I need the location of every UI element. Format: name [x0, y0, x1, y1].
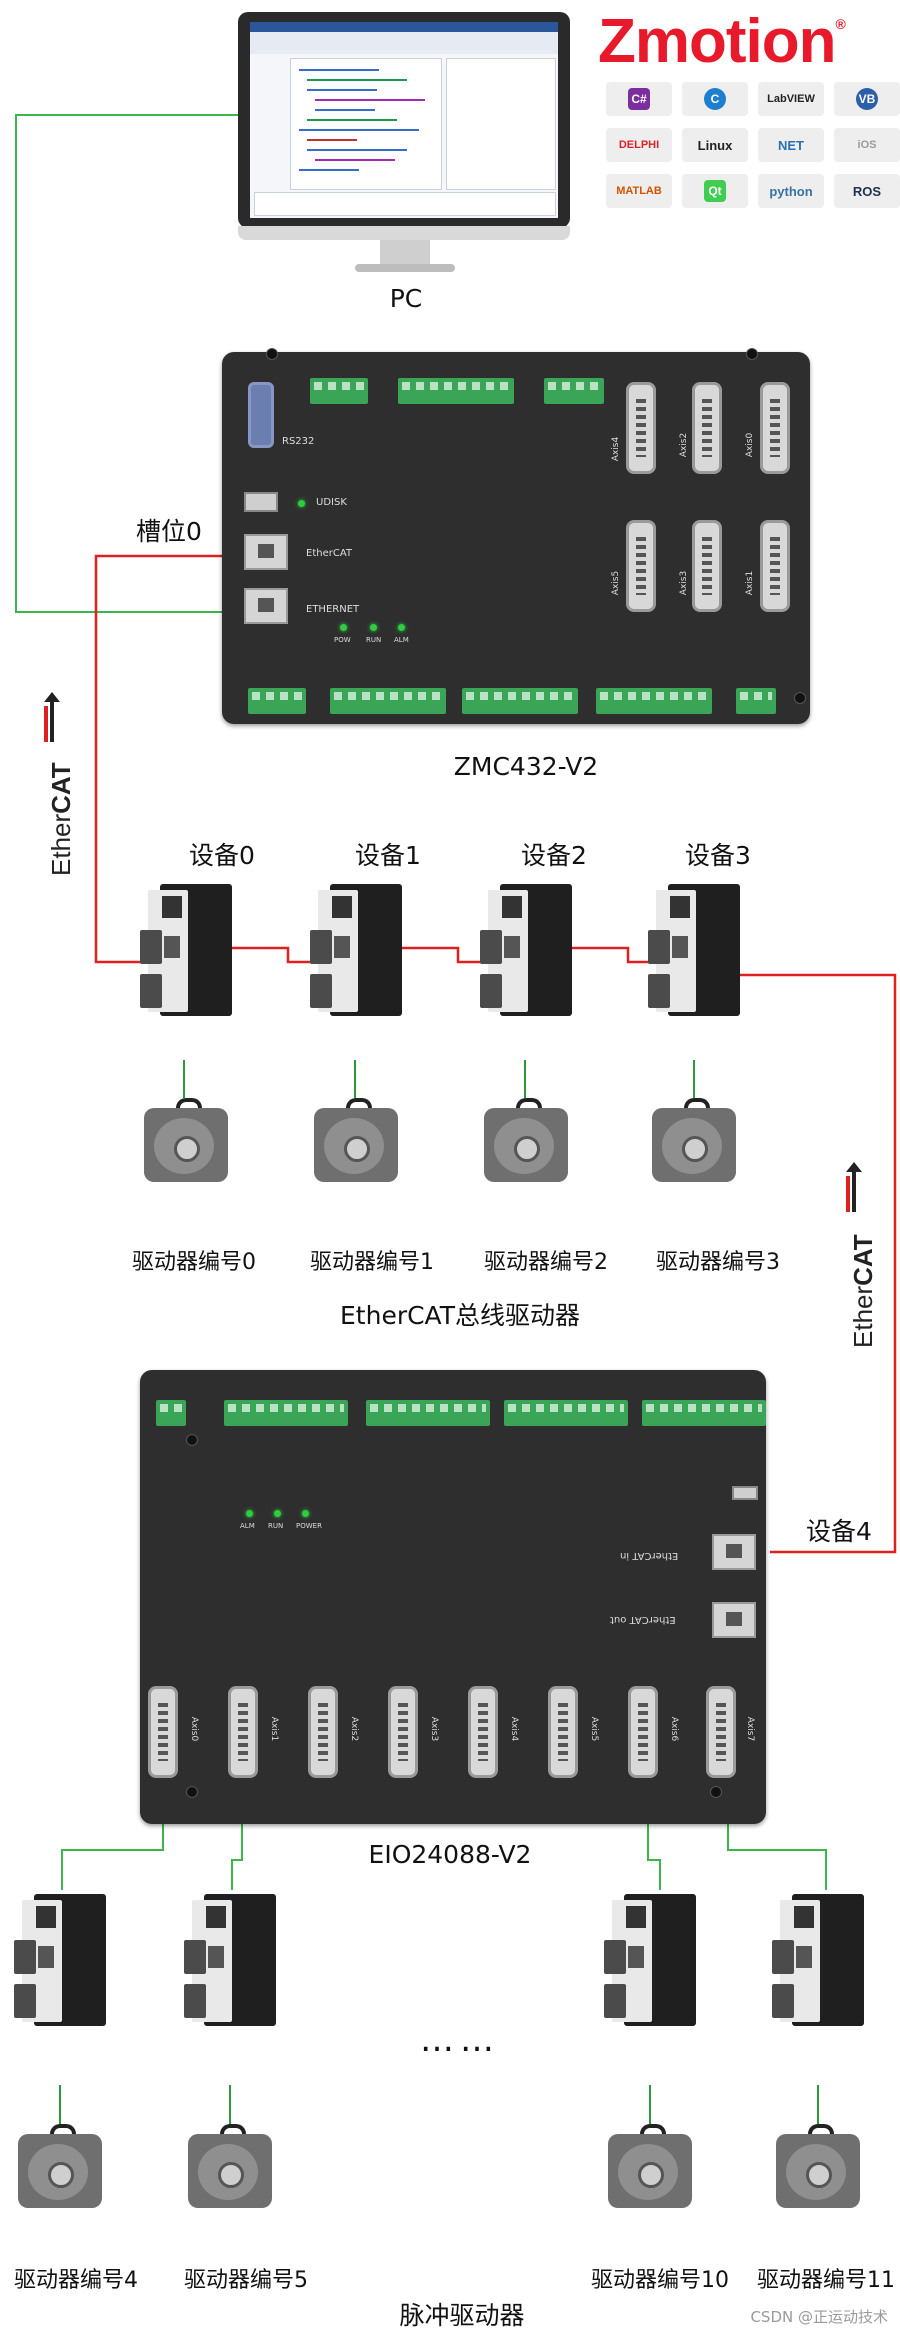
logo-matlab: MATLAB	[606, 174, 672, 208]
logo-python: python	[758, 174, 824, 208]
pc-monitor-stand	[380, 240, 430, 266]
pc-screen	[250, 22, 558, 218]
drive-number-2: 驱动器编号2	[484, 1250, 608, 1275]
servo-motor-0	[140, 1098, 232, 1182]
stepper-motor-11	[772, 2124, 864, 2208]
device-label-2: 设备2	[521, 841, 587, 870]
zmc-axis3-label: Axis3	[679, 570, 690, 596]
vb-icon: VB	[856, 88, 878, 110]
ethercat-port-label: EtherCAT	[306, 548, 352, 559]
ethernet-port	[244, 588, 288, 624]
ethercat-drive-1	[310, 884, 402, 1016]
pc-monitor	[238, 12, 570, 228]
eio-ethercat-out-port	[712, 1602, 756, 1638]
drive-number-0: 驱动器编号0	[132, 1250, 256, 1275]
eio-axis7-label: Axis7	[745, 1716, 756, 1742]
logo-csharp: C#	[606, 82, 672, 116]
logo-vb: VB	[834, 82, 900, 116]
ethercat-label-right: EtherCAT	[848, 1234, 878, 1348]
eio-axis2-label: Axis2	[349, 1716, 360, 1742]
eio-axis1-label: Axis1	[269, 1716, 280, 1742]
eio-ethercat-in-label: EtherCAT in	[620, 1550, 679, 1561]
c-icon: C	[704, 88, 726, 110]
zmc-led-run: RUN	[366, 636, 382, 644]
ethercat-label-left: EtherCAT	[46, 762, 76, 876]
logo-delphi: DELPHI	[606, 128, 672, 162]
ethercat-logo-icon-right	[846, 1162, 862, 1212]
ethercat-port	[244, 534, 288, 570]
ethercat-drive-3	[648, 884, 740, 1016]
logo-ros: ROS	[834, 174, 900, 208]
eio-led-power: POWER	[296, 1522, 322, 1530]
rs232-label: RS232	[282, 436, 315, 447]
zmc-axis4-label: Axis4	[611, 436, 622, 462]
logo-linux: Linux	[682, 128, 748, 162]
eio-axis5-label: Axis5	[589, 1716, 600, 1742]
watermark: CSDN @正运动技术	[750, 2308, 888, 2326]
csharp-icon: C#	[628, 88, 650, 110]
pulse-drive-10	[604, 1894, 696, 2026]
zmc-axis0-label: Axis0	[745, 432, 756, 458]
udisk-port	[244, 492, 278, 512]
drive-number-1: 驱动器编号1	[310, 1250, 434, 1275]
drive-number-10: 驱动器编号10	[591, 2268, 729, 2293]
pc-label: PC	[389, 284, 423, 313]
eio-axis3-label: Axis3	[429, 1716, 440, 1742]
pc-monitor-chin	[238, 226, 570, 240]
drive-number-5: 驱动器编号5	[184, 2268, 308, 2293]
device-label-0: 设备0	[189, 841, 255, 870]
logo-c: C	[682, 82, 748, 116]
drive-number-4: 驱动器编号4	[14, 2268, 138, 2293]
servo-motor-1	[310, 1098, 402, 1182]
slot-label: 槽位0	[136, 517, 202, 546]
zmc432-controller: RS232 UDISK EtherCAT ETHERNET POW RUN AL…	[222, 348, 810, 724]
brand-logo: Zmotion®	[598, 7, 846, 76]
zmc-axis1-label: Axis1	[745, 570, 756, 596]
qt-icon: Qt	[704, 180, 726, 202]
ethernet-cable	[15, 114, 250, 613]
pc-monitor-base	[355, 264, 455, 272]
eio24088-module: ALM RUN POWER EtherCAT in EtherCAT out A…	[140, 1370, 766, 1824]
rs232-port	[248, 382, 274, 448]
ethernet-port-label: ETHERNET	[306, 604, 360, 615]
ellipsis: ……	[420, 2020, 500, 2060]
drive-number-3: 驱动器编号3	[656, 1250, 780, 1275]
udisk-label: UDISK	[316, 497, 347, 508]
servo-motor-3	[648, 1098, 740, 1182]
zmc-axis5-label: Axis5	[611, 570, 622, 596]
eio-ethercat-out-label: EtherCAT out	[610, 1614, 676, 1625]
zmc-led-pow: POW	[334, 636, 351, 644]
eio-module-label: EIO24088-V2	[368, 1840, 532, 1869]
ethercat-drive-2	[480, 884, 572, 1016]
eio-led-alm: ALM	[240, 1522, 255, 1530]
logo-qt: Qt	[682, 174, 748, 208]
eio-axis4-label: Axis4	[509, 1716, 520, 1742]
zmc-controller-label: ZMC432-V2	[453, 752, 599, 781]
ethercat-drives-title: EtherCAT总线驱动器	[340, 1301, 580, 1330]
logo-apple: iOS	[834, 128, 900, 162]
ethercat-drive-0	[140, 884, 232, 1016]
eio-axis6-label: Axis6	[669, 1716, 680, 1742]
ethercat-logo-icon	[44, 692, 60, 742]
eio-ethercat-in-port	[712, 1534, 756, 1570]
device-label-4: 设备4	[806, 1517, 872, 1546]
pulse-drive-11	[772, 1894, 864, 2026]
eio-led-run: RUN	[268, 1522, 284, 1530]
stepper-motor-5	[184, 2124, 276, 2208]
drive-number-11: 驱动器编号11	[757, 2268, 895, 2293]
pulse-drive-5	[184, 1894, 276, 2026]
logo-labview: LabVIEW	[758, 82, 824, 116]
zmc-led-alm: ALM	[394, 636, 409, 644]
servo-motor-2	[480, 1098, 572, 1182]
pulse-drive-4	[14, 1894, 106, 2026]
stepper-motor-10	[604, 2124, 696, 2208]
device-label-3: 设备3	[685, 841, 751, 870]
logo-dotnet: NET	[758, 128, 824, 162]
pulse-drives-title: 脉冲驱动器	[399, 2301, 525, 2330]
zmc-axis2-label: Axis2	[679, 432, 690, 458]
stepper-motor-4	[14, 2124, 106, 2208]
eio-axis0-label: Axis0	[189, 1716, 200, 1742]
device-label-1: 设备1	[355, 841, 421, 870]
